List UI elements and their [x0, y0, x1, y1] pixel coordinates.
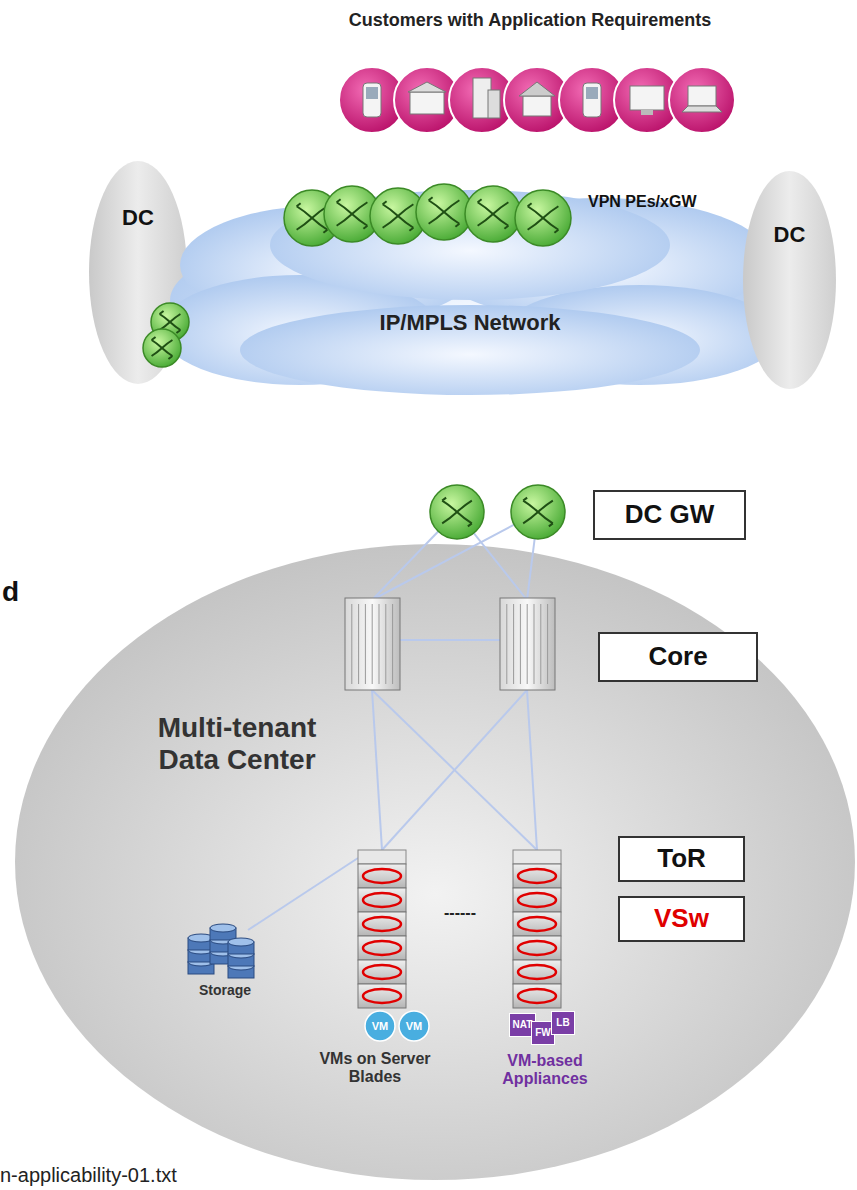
core-switch [345, 598, 400, 690]
node-label: VM [372, 1020, 389, 1033]
dc-ellipse [743, 171, 836, 389]
ip-mpls-cloud-outline [150, 165, 800, 400]
box-label: ToR [657, 844, 706, 874]
router-icon [515, 190, 571, 246]
storage-icon [188, 924, 254, 978]
data-center-ellipse [15, 544, 855, 1180]
dc-site: DC [742, 170, 837, 390]
layer-label-box: ToR [618, 836, 745, 882]
box-label: Core [648, 642, 707, 672]
device-glyph [408, 82, 446, 114]
diagram-title: Customers with Application Requirements [330, 10, 730, 31]
device-glyph [473, 78, 500, 118]
vm-node: VM [398, 1010, 430, 1042]
server-rack [358, 850, 406, 1008]
node-label: VPN PEs/xGW [588, 193, 738, 211]
vm-circle [399, 1011, 429, 1041]
router-icon [143, 329, 181, 367]
free-label: VM-based Appliances [470, 1052, 620, 1089]
box-label: DC GW [625, 500, 715, 530]
ip-mpls-cloud: VPN PEs/xGW IP/MPLS Network [150, 165, 800, 400]
customer-icons [339, 67, 735, 133]
appliance-square [552, 1012, 575, 1035]
multi-tenant-data-center-outline [15, 480, 855, 1185]
node-label: DC [88, 205, 188, 230]
node-label: IP/MPLS Network [340, 310, 600, 335]
node-label: FW [535, 1027, 551, 1039]
free-label: ------ [430, 904, 490, 922]
appliance-lb: LB [551, 1011, 575, 1035]
customer-icon [669, 67, 735, 133]
router-icon [430, 485, 484, 539]
device-glyph [630, 86, 664, 115]
vm-circle [365, 1011, 395, 1041]
node-label: VM [406, 1020, 423, 1033]
core-switch [500, 598, 555, 690]
box-label: VSw [654, 904, 709, 934]
layer-label-box: DC GW [593, 490, 746, 540]
dc-site-outline [742, 170, 837, 390]
free-label: d [2, 576, 42, 608]
node-label: NAT [513, 1019, 533, 1031]
vm-node: VM [364, 1010, 396, 1042]
device-glyph [583, 83, 601, 117]
device-glyph [363, 83, 381, 117]
server-rack [513, 850, 561, 1008]
device-glyph [682, 86, 722, 112]
free-label: Storage [180, 982, 270, 998]
router-icon [511, 485, 565, 539]
node-label: LB [556, 1017, 569, 1029]
dc-ellipse [89, 161, 187, 384]
layer-label-box: VSw [618, 896, 745, 942]
free-label: VMs on Server Blades [295, 1050, 455, 1087]
free-label: n-applicability-01.txt [0, 1164, 320, 1187]
layer-label-box: Core [598, 632, 758, 682]
multi-tenant-data-center: Multi-tenant Data Center DC GW CoreToR VSwV… [15, 480, 855, 1185]
node-label: Multi-tenant Data Center [127, 712, 347, 776]
node-label: DC [742, 222, 837, 247]
device-glyph [519, 82, 555, 116]
router-icon [416, 184, 472, 240]
router-icon [465, 186, 521, 242]
